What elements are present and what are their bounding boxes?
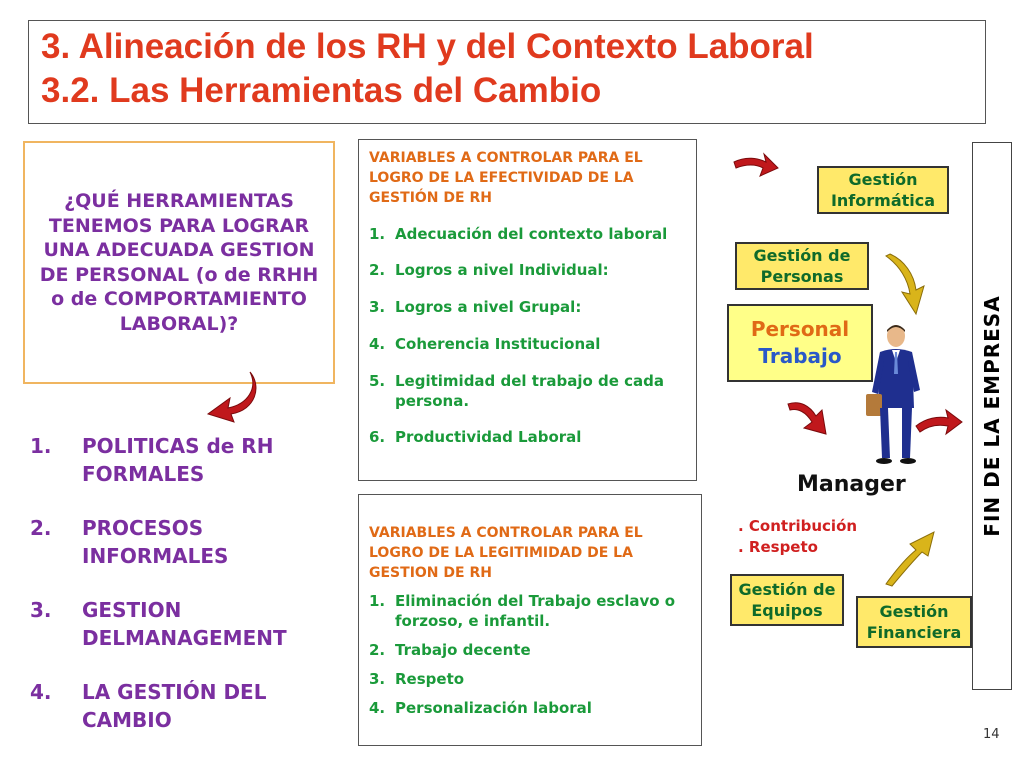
list-item: 4. Coherencia Institucional <box>369 334 686 354</box>
respeto-text: . Respeto <box>738 538 818 556</box>
legitimacy-heading: VARIABLES A CONTROLAR PARA EL LOGRO DE L… <box>369 525 643 581</box>
fin-empresa-box: FIN DE LA EMPRESA <box>972 142 1012 690</box>
list-item: 2. Logros a nivel Individual: <box>369 260 686 280</box>
list-item-number: 2. <box>369 641 386 659</box>
list-item-text: Adecuación del contexto laboral <box>395 225 668 243</box>
contribucion-text: . Contribución <box>738 517 858 535</box>
title-line-1: 3. Alineación de los RH y del Contexto L… <box>41 27 814 66</box>
list-item: 2. PROCESOS INFORMALES <box>30 514 330 570</box>
personal-label: Personal <box>750 317 850 341</box>
personal-trabajo-box: Personal Trabajo <box>727 304 873 382</box>
list-item-text: Logros a nivel Individual: <box>395 261 609 279</box>
list-item: 4. LA GESTIÓN DEL CAMBIO <box>30 678 330 734</box>
arrow-right-icon <box>915 408 963 436</box>
legitimacy-variables-box: VARIABLES A CONTROLAR PARA EL LOGRO DE L… <box>358 494 702 746</box>
list-item-number: 3. <box>369 298 386 316</box>
list-item-number: 6. <box>369 428 386 446</box>
list-item-text: POLITICAS de RH FORMALES <box>82 434 274 486</box>
list-item-text: Coherencia Institucional <box>395 335 601 353</box>
question-box: ¿QUÉ HERRAMIENTAS TENEMOS PARA LOGRAR UN… <box>23 141 335 384</box>
effectiveness-variables-box: VARIABLES A CONTROLAR PARA EL LOGRO DE L… <box>358 139 697 481</box>
list-item-number: 3. <box>30 598 52 622</box>
tools-list: 1. POLITICAS de RH FORMALES 2. PROCESOS IN… <box>30 432 330 760</box>
gestion-personas-tag: Gestión de Personas <box>735 242 869 290</box>
list-item-text: Respeto <box>395 670 465 688</box>
effectiveness-heading: VARIABLES A CONTROLAR PARA EL LOGRO DE L… <box>369 150 643 206</box>
list-item: 1. POLITICAS de RH FORMALES <box>30 432 330 488</box>
list-item-number: 2. <box>30 516 52 540</box>
gestion-financiera-tag: Gestión Financiera <box>856 596 972 648</box>
list-item-number: 4. <box>30 680 52 704</box>
list-item: 4. Personalización laboral <box>369 698 691 718</box>
list-item: 1. Eliminación del Trabajo esclavo o forz… <box>369 591 691 631</box>
list-item-number: 3. <box>369 670 386 688</box>
arrow-down-right-icon <box>787 402 827 435</box>
list-item-text: PROCESOS INFORMALES <box>82 516 229 568</box>
list-item-text: GESTION DELMANAGEMENT <box>82 598 287 650</box>
list-item-number: 4. <box>369 335 386 353</box>
list-item-text: LA GESTIÓN DEL CAMBIO <box>82 680 267 732</box>
arrow-down-left-icon <box>206 371 257 423</box>
list-item-text: Trabajo decente <box>395 641 531 659</box>
manager-label: Manager <box>797 472 906 497</box>
legitimacy-list: 1. Eliminación del Trabajo esclavo o forz… <box>369 591 691 718</box>
list-item-number: 1. <box>369 592 386 610</box>
effectiveness-list: 1. Adecuación del contexto laboral 2. Logr… <box>369 224 686 447</box>
list-item-number: 2. <box>369 261 386 279</box>
list-item-text: Productividad Laboral <box>395 428 582 446</box>
question-text: ¿QUÉ HERRAMIENTAS TENEMOS PARA LOGRAR UN… <box>39 190 319 335</box>
list-item-text: Eliminación del Trabajo esclavo o forzos… <box>395 592 676 630</box>
list-item: 3. Respeto <box>369 669 691 689</box>
list-item: 2. Trabajo decente <box>369 640 691 660</box>
title-line-2: 3.2. Las Herramientas del Cambio <box>41 71 602 110</box>
list-item-number: 1. <box>30 434 52 458</box>
list-item-number: 1. <box>369 225 386 243</box>
fin-empresa-label: FIN DE LA EMPRESA <box>980 295 1004 537</box>
list-item: 3. Logros a nivel Grupal: <box>369 297 686 317</box>
title-box: 3. Alineación de los RH y del Contexto L… <box>28 20 986 124</box>
trabajo-label: Trabajo <box>758 344 842 368</box>
arrow-up-gold-icon <box>885 531 935 587</box>
arrow-down-gold-icon <box>885 253 925 316</box>
manager-figure-icon <box>866 325 920 464</box>
list-item: 1. Adecuación del contexto laboral <box>369 224 686 244</box>
gestion-informatica-tag: Gestión Informática <box>817 166 949 214</box>
list-item-number: 4. <box>369 699 386 717</box>
gestion-equipos-tag: Gestión de Equipos <box>730 574 844 626</box>
list-item: 3. GESTION DELMANAGEMENT <box>30 596 330 652</box>
page-number: 14 <box>983 727 1000 742</box>
list-item-text: Personalización laboral <box>395 699 592 717</box>
list-item: 5. Legitimidad del trabajo de cada person… <box>369 371 686 411</box>
list-item: 6. Productividad Laboral <box>369 427 686 447</box>
arrow-right-icon <box>733 152 779 177</box>
list-item-text: Legitimidad del trabajo de cada persona. <box>395 372 665 410</box>
list-item-number: 5. <box>369 372 386 390</box>
contribution-list: . Contribución . Respeto <box>738 516 857 558</box>
list-item-text: Logros a nivel Grupal: <box>395 298 582 316</box>
